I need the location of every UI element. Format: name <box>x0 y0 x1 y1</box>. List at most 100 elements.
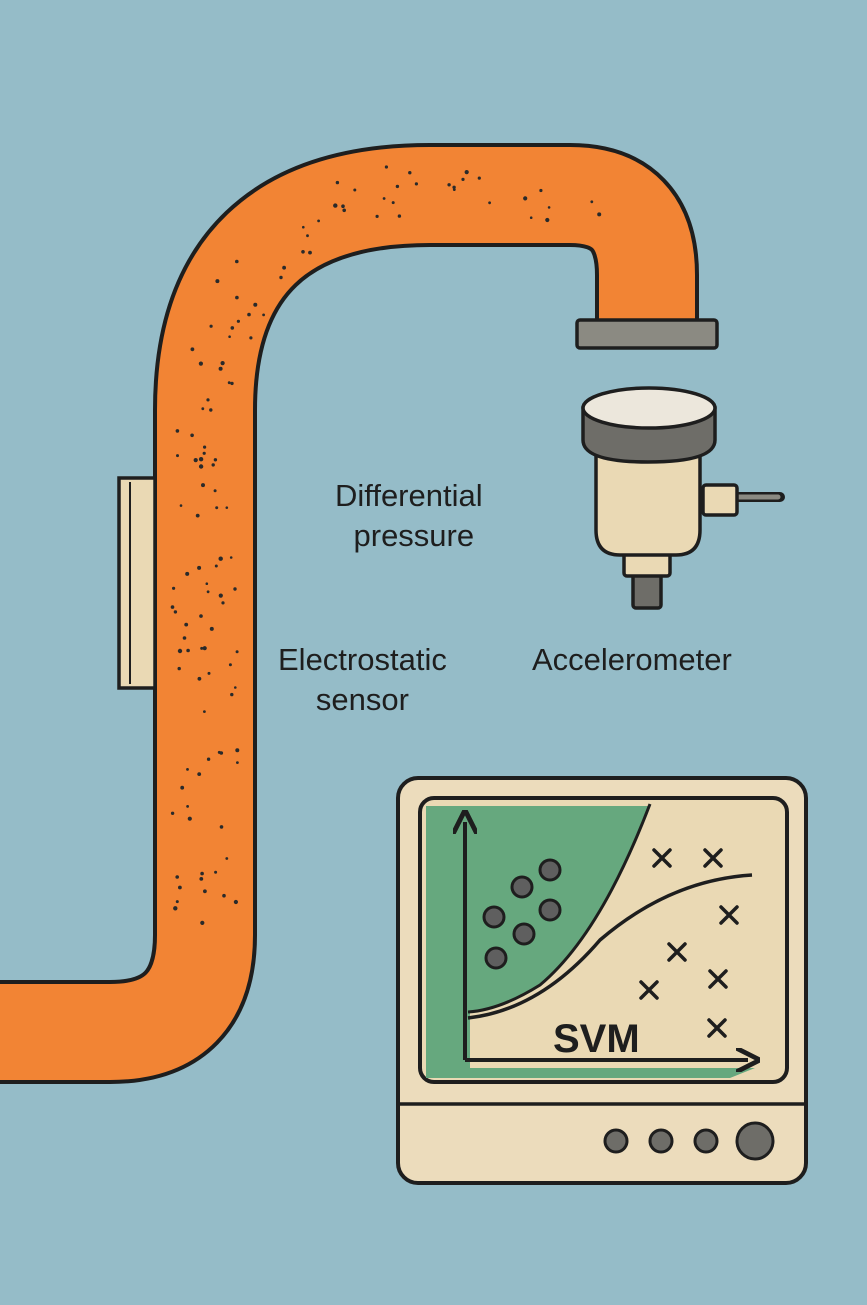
particle-dot <box>175 875 179 879</box>
particle-dot <box>187 816 192 821</box>
particle-dot <box>211 463 215 467</box>
particle-dot <box>408 171 412 175</box>
particle-dot <box>175 429 180 433</box>
particle-dot <box>597 212 602 217</box>
particle-dot <box>488 201 491 205</box>
particle-dot <box>590 200 594 204</box>
particle-dot <box>199 877 204 881</box>
particle-dot <box>213 458 218 462</box>
particle-dot <box>539 188 543 193</box>
particle-dot <box>461 177 465 181</box>
particle-dot <box>206 398 210 402</box>
particle-dot <box>175 900 179 904</box>
particle-dot <box>190 347 195 352</box>
particle-dot <box>342 208 347 213</box>
particle-dot <box>317 219 320 223</box>
particle-dot <box>447 183 451 187</box>
particle-dot <box>172 586 176 590</box>
class-region-a <box>426 806 755 1078</box>
particle-dot <box>464 170 469 175</box>
particle-dot <box>547 206 551 209</box>
particle-dot <box>209 408 213 412</box>
particle-dot <box>203 710 206 713</box>
particle-dot <box>218 556 223 561</box>
particle-dot <box>236 319 240 323</box>
particle-dot <box>341 204 345 208</box>
accelerometer-label: Accelerometer <box>532 642 732 677</box>
particle-dot <box>200 646 204 650</box>
particle-dot <box>209 324 213 328</box>
particle-dot <box>236 761 239 764</box>
particle-dot <box>382 197 386 200</box>
cross-class-markers <box>639 848 739 1038</box>
particle-dots <box>170 165 602 926</box>
particle-dot <box>452 188 456 192</box>
particle-dot <box>235 748 240 753</box>
particle-dot <box>173 906 178 911</box>
particle-dot <box>199 614 203 618</box>
particle-dot <box>217 750 221 754</box>
monitor-icon: SVM <box>396 776 808 1185</box>
particle-dot <box>198 457 204 462</box>
particle-dot <box>235 650 239 654</box>
particle-dot <box>207 671 211 675</box>
particle-dot <box>452 185 456 189</box>
cross-marker <box>639 980 659 1000</box>
particle-dot <box>228 335 231 339</box>
particle-dot <box>375 214 379 218</box>
particle-dot <box>523 196 528 201</box>
particle-dot <box>197 772 202 776</box>
knob-button-icon[interactable] <box>735 1121 775 1161</box>
particle-dot <box>186 768 189 771</box>
particle-dot <box>230 692 234 697</box>
particle-dot <box>203 445 207 449</box>
particle-dot <box>230 381 234 386</box>
particle-dot <box>233 899 238 905</box>
particle-dot <box>302 225 305 229</box>
particle-dot <box>178 885 182 890</box>
particle-dot <box>215 279 220 284</box>
particle-dot <box>176 454 179 458</box>
particle-dot <box>186 648 190 653</box>
particle-dot <box>333 203 338 208</box>
particle-dot <box>225 857 229 860</box>
particle-dot <box>249 336 253 340</box>
particle-dot <box>247 312 251 317</box>
particle-dot <box>279 275 283 280</box>
particle-dot <box>335 180 340 185</box>
particle-dot <box>228 663 232 667</box>
particle-dot <box>227 381 231 385</box>
particle-dot <box>214 564 218 568</box>
particle-dot <box>397 214 402 218</box>
circle-marker <box>482 905 506 929</box>
particle-dot <box>218 593 223 598</box>
particle-dot <box>198 464 204 469</box>
particle-dot <box>262 313 265 317</box>
particle-dot <box>225 506 229 510</box>
svm-label: SVM <box>553 1017 640 1061</box>
particle-dot <box>209 626 214 631</box>
particle-dot <box>235 295 239 300</box>
particle-dot <box>282 265 286 270</box>
class-boundary-line <box>467 803 652 1014</box>
cross-marker <box>652 848 672 868</box>
particle-dot <box>301 250 305 254</box>
particle-dot <box>202 646 207 651</box>
particle-dot <box>230 326 235 330</box>
particle-dot <box>218 366 223 371</box>
particle-dot <box>177 666 181 671</box>
particle-dot <box>222 893 226 898</box>
circle-marker <box>512 922 536 946</box>
round-button-icon[interactable] <box>693 1128 719 1154</box>
round-button-icon[interactable] <box>648 1128 674 1154</box>
particle-dot <box>170 811 175 815</box>
electrostatic-sensor-plate-icon <box>117 476 157 690</box>
particle-dot <box>233 587 237 591</box>
circle-class-markers <box>482 858 562 970</box>
particle-dot <box>200 871 204 876</box>
round-button-icon[interactable] <box>603 1128 629 1154</box>
particle-dot <box>206 590 210 594</box>
particle-dot <box>195 513 200 518</box>
